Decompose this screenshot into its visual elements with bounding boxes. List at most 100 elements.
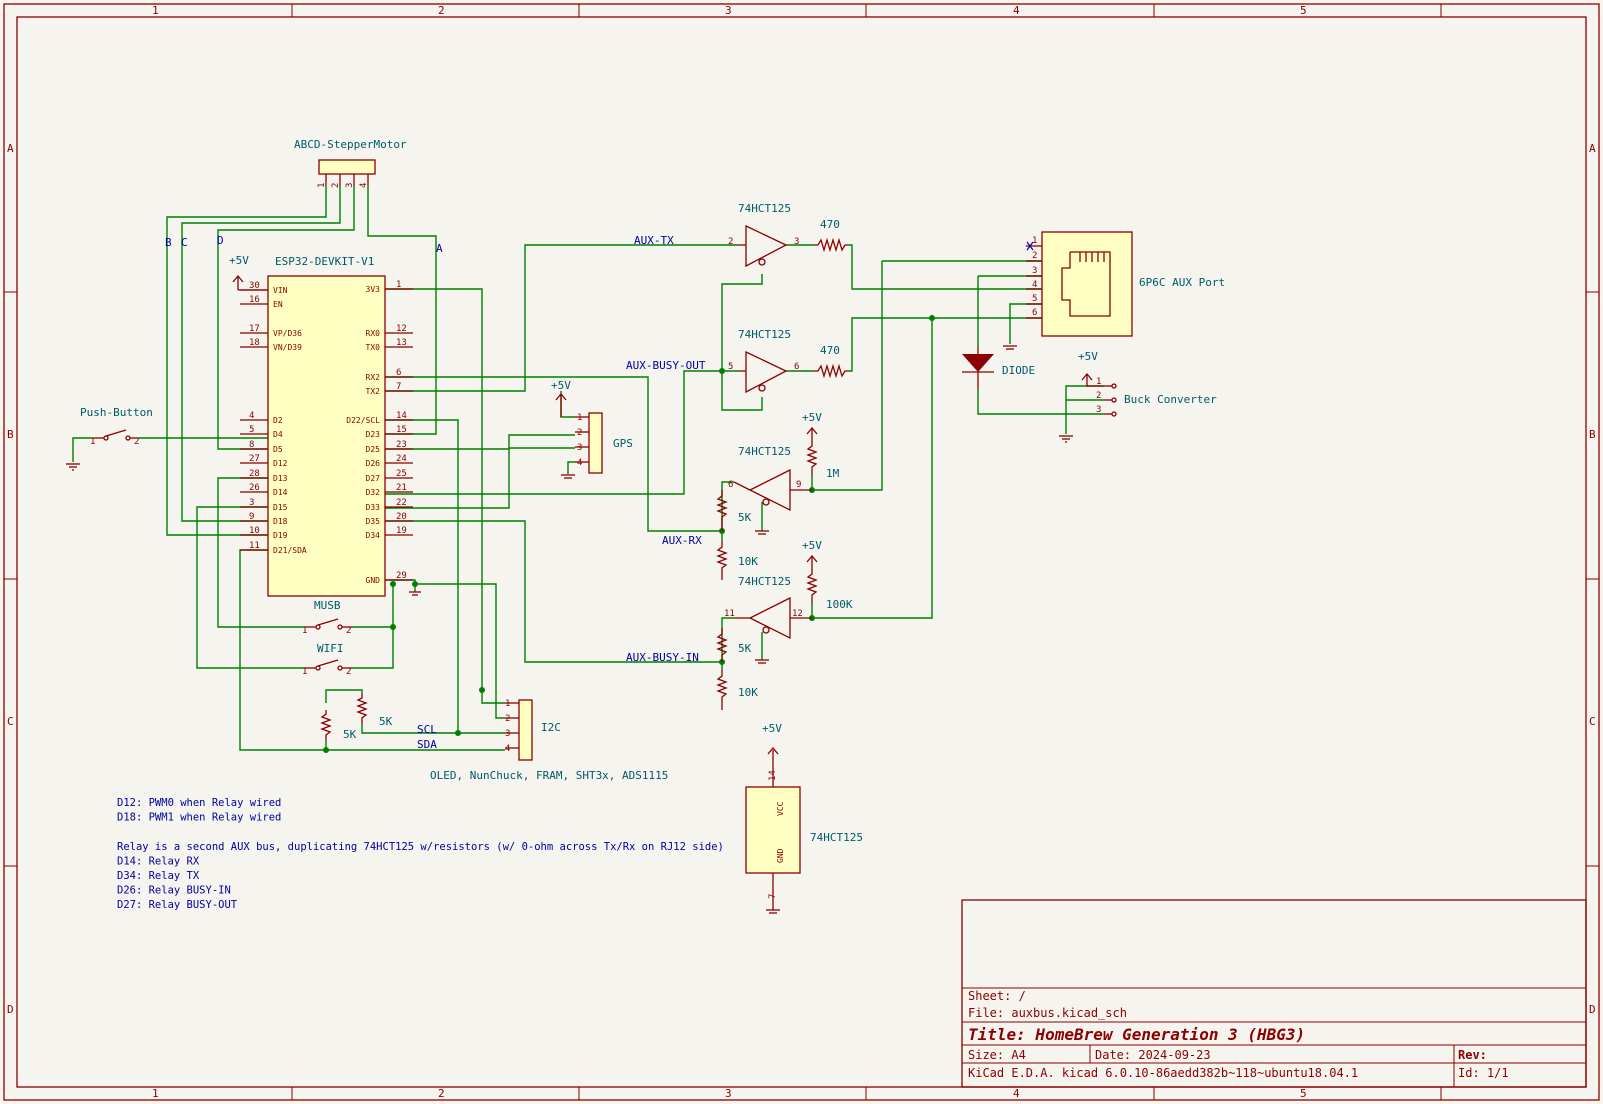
esp32-pin-number-13: 13 bbox=[396, 338, 407, 348]
esp32-pin-name-en: EN bbox=[273, 300, 283, 309]
chip-gnd-label: GND bbox=[776, 848, 785, 863]
chip-unit-label: 74HCT125 bbox=[810, 831, 863, 844]
gps-pin4: 4 bbox=[577, 458, 582, 468]
resistor-470-tx-value: 470 bbox=[820, 218, 840, 231]
esp32-pin-number-21: 21 bbox=[396, 483, 407, 493]
power-5v-esp-label: +5V bbox=[229, 254, 249, 267]
buffer-power-unit[interactable] bbox=[745, 746, 801, 914]
power-5v-buck-label: +5V bbox=[1078, 350, 1098, 363]
wifi-label: WIFI bbox=[317, 642, 344, 655]
pullup-sda-value: 5K bbox=[343, 728, 357, 741]
aux-port-pin1: 1 bbox=[1032, 236, 1037, 246]
esp32-pin-name-d19: D19 bbox=[273, 531, 288, 540]
resistor-470-busy[interactable] bbox=[814, 363, 848, 379]
buck-converter[interactable] bbox=[1104, 383, 1117, 417]
esp32-pin-number-29: 29 bbox=[396, 571, 407, 581]
power-5v-gps bbox=[555, 392, 567, 417]
buck-pin1: 1 bbox=[1096, 377, 1101, 387]
wifi-pin1: 1 bbox=[302, 667, 307, 677]
stepper-connector[interactable]: 1 2 3 4 bbox=[317, 159, 376, 188]
diode[interactable] bbox=[962, 346, 994, 390]
buffer-2[interactable] bbox=[738, 350, 788, 394]
resistor-5k-rx[interactable] bbox=[716, 490, 728, 531]
resistor-470-tx[interactable] bbox=[814, 237, 848, 253]
esp32-pin-name-d23: D23 bbox=[366, 430, 381, 439]
resistor-1m-value: 1M bbox=[826, 467, 840, 480]
tb-date: Date: 2024-09-23 bbox=[1095, 1048, 1211, 1062]
esp32-pin-name-d4: D4 bbox=[273, 430, 283, 439]
resistor-5k-busy[interactable] bbox=[716, 628, 728, 662]
resistor-100k[interactable] bbox=[806, 554, 818, 604]
resistor-10k-rx[interactable] bbox=[716, 541, 728, 580]
buffer-2-out-pin: 6 bbox=[794, 362, 799, 372]
buffer-3-out-pin: 6 bbox=[728, 480, 733, 490]
resistor-pullup-scl[interactable] bbox=[356, 694, 368, 724]
esp32-pin-number-10: 10 bbox=[249, 526, 260, 536]
power-5v-gps-label: +5V bbox=[551, 379, 571, 392]
buffer-1[interactable] bbox=[738, 224, 788, 268]
net-scl-label: SCL bbox=[417, 723, 437, 736]
gps-pin1: 1 bbox=[577, 413, 582, 423]
frame-row-c-left: C bbox=[7, 715, 14, 728]
wifi-switch[interactable] bbox=[305, 659, 352, 671]
net-sda-label: SDA bbox=[417, 738, 437, 751]
buffer-3[interactable] bbox=[733, 468, 812, 512]
resistor-10k-busy[interactable] bbox=[716, 670, 728, 710]
esp32-pin-number-22: 22 bbox=[396, 498, 407, 508]
buffer-4[interactable] bbox=[734, 596, 812, 640]
power-5v-esp bbox=[232, 274, 268, 291]
esp32-pin-number-20: 20 bbox=[396, 512, 407, 522]
chip-vcc-label: VCC bbox=[776, 801, 785, 816]
stepper-pin-2: 2 bbox=[331, 183, 341, 188]
esp32-pin-name-d33: D33 bbox=[366, 503, 381, 512]
esp32-pin-name-d32: D32 bbox=[366, 488, 381, 497]
stepper-pin-1: 1 bbox=[317, 183, 327, 188]
buffer-1-in-pin: 2 bbox=[728, 237, 733, 247]
resistor-pullup-sda[interactable] bbox=[320, 710, 332, 740]
esp32-pin-number-5: 5 bbox=[249, 425, 254, 435]
i2c-pin4: 4 bbox=[505, 744, 510, 754]
frame-row-c-right: C bbox=[1589, 715, 1596, 728]
note-line: D14: Relay RX bbox=[117, 855, 200, 867]
esp32-pin-number-1: 1 bbox=[396, 280, 401, 290]
push-button-label: Push-Button bbox=[80, 406, 153, 419]
frame-col-2-bottom: 2 bbox=[438, 1087, 445, 1100]
esp32-pin-number-24: 24 bbox=[396, 454, 407, 464]
esp32-pin-name-3v3: 3V3 bbox=[366, 285, 381, 294]
esp32-pin-name-rx0: RX0 bbox=[366, 329, 381, 338]
esp32-pin-name-d5: D5 bbox=[273, 445, 283, 454]
esp32-pin-name-d35: D35 bbox=[366, 517, 381, 526]
aux-port-6p6c[interactable] bbox=[1026, 231, 1133, 337]
resistor-1m[interactable] bbox=[806, 426, 818, 476]
esp32-pin-name-tx0: TX0 bbox=[366, 343, 381, 352]
esp32-pin-number-26: 26 bbox=[249, 483, 260, 493]
i2c-pin2: 2 bbox=[505, 714, 510, 724]
power-5v-100k-label: +5V bbox=[802, 539, 822, 552]
esp32-pin-number-8: 8 bbox=[249, 440, 254, 450]
power-5v-buck bbox=[1081, 372, 1104, 387]
push-button[interactable] bbox=[92, 429, 138, 441]
frame-row-b-left: B bbox=[7, 428, 14, 441]
esp32-pin-name-d2: D2 bbox=[273, 416, 283, 425]
i2c-connector[interactable] bbox=[505, 699, 533, 761]
gps-connector[interactable] bbox=[575, 412, 603, 474]
net-d-label: D bbox=[217, 234, 224, 247]
frame-col-1-top: 1 bbox=[152, 4, 159, 17]
esp32-pin-name-d13: D13 bbox=[273, 474, 288, 483]
musb-switch[interactable] bbox=[305, 618, 352, 630]
tb-size: Size: A4 bbox=[968, 1048, 1026, 1062]
note-line: D26: Relay BUSY-IN bbox=[117, 885, 231, 897]
aux-port-pin2: 2 bbox=[1032, 251, 1037, 261]
frame-row-a-left: A bbox=[7, 142, 14, 155]
esp32-pin-number-4: 4 bbox=[249, 411, 254, 421]
esp32-module[interactable] bbox=[267, 275, 386, 597]
gnd-aux-port bbox=[1003, 345, 1017, 350]
esp32-pin-number-12: 12 bbox=[396, 324, 407, 334]
esp32-pin-name-d27: D27 bbox=[366, 474, 381, 483]
i2c-pin3: 3 bbox=[505, 729, 510, 739]
frame-col-1-bottom: 1 bbox=[152, 1087, 159, 1100]
esp32-label: ESP32-DEVKIT-V1 bbox=[275, 255, 374, 268]
wires bbox=[72, 186, 1104, 751]
